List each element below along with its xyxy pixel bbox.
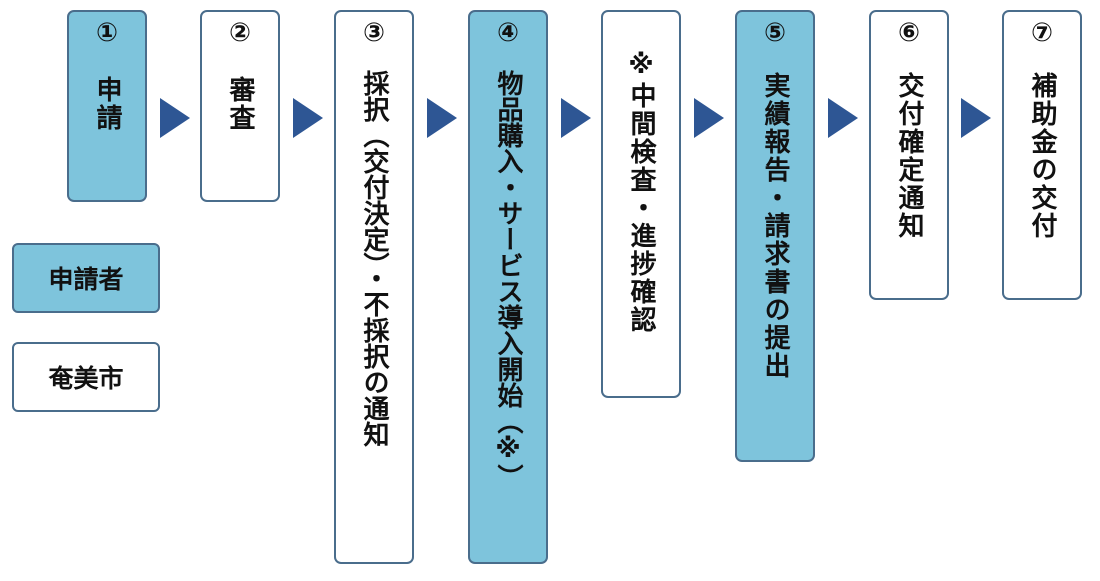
arrow-7-8 bbox=[961, 98, 991, 138]
step-6-box: ⑥ 交付確定通知 bbox=[869, 10, 949, 300]
step-5-label: 実績報告・請求書の提出 bbox=[760, 72, 790, 380]
step-3-number: ③ bbox=[362, 18, 385, 48]
step-2-number: ② bbox=[228, 18, 251, 48]
interim-inspection-box: ※中間検査・進捗確認 bbox=[601, 10, 681, 398]
arrow-4-5 bbox=[561, 98, 591, 138]
interim-inspection-label: ※中間検査・進捗確認 bbox=[626, 50, 656, 334]
step-4-number: ④ bbox=[496, 18, 519, 48]
arrow-3-4 bbox=[427, 98, 457, 138]
step-4-box: ④ 物品購入・サービス導入開始（※） bbox=[468, 10, 548, 564]
step-1-box: ① 申請 bbox=[67, 10, 147, 202]
legend-applicant: 申請者 bbox=[12, 243, 160, 313]
step-5-box: ⑤ 実績報告・請求書の提出 bbox=[735, 10, 815, 462]
arrow-1-2 bbox=[160, 98, 190, 138]
step-7-label: 補助金の交付 bbox=[1027, 72, 1057, 240]
step-1-number: ① bbox=[95, 18, 118, 48]
step-4-label: 物品購入・サービス導入開始（※） bbox=[493, 70, 523, 490]
step-1-label: 申請 bbox=[92, 76, 122, 132]
step-5-number: ⑤ bbox=[763, 18, 786, 48]
arrow-6-7 bbox=[828, 98, 858, 138]
step-2-box: ② 審査 bbox=[200, 10, 280, 202]
legend-city: 奄美市 bbox=[12, 342, 160, 412]
step-7-number: ⑦ bbox=[1030, 18, 1053, 48]
step-2-label: 審査 bbox=[225, 76, 255, 132]
arrow-2-3 bbox=[293, 98, 323, 138]
step-6-number: ⑥ bbox=[897, 18, 920, 48]
step-7-box: ⑦ 補助金の交付 bbox=[1002, 10, 1082, 300]
step-3-box: ③ 採択（交付決定）・不採択の通知 bbox=[334, 10, 414, 564]
step-6-label: 交付確定通知 bbox=[894, 72, 924, 240]
step-3-label: 採択（交付決定）・不採択の通知 bbox=[359, 70, 389, 447]
arrow-5-6 bbox=[694, 98, 724, 138]
